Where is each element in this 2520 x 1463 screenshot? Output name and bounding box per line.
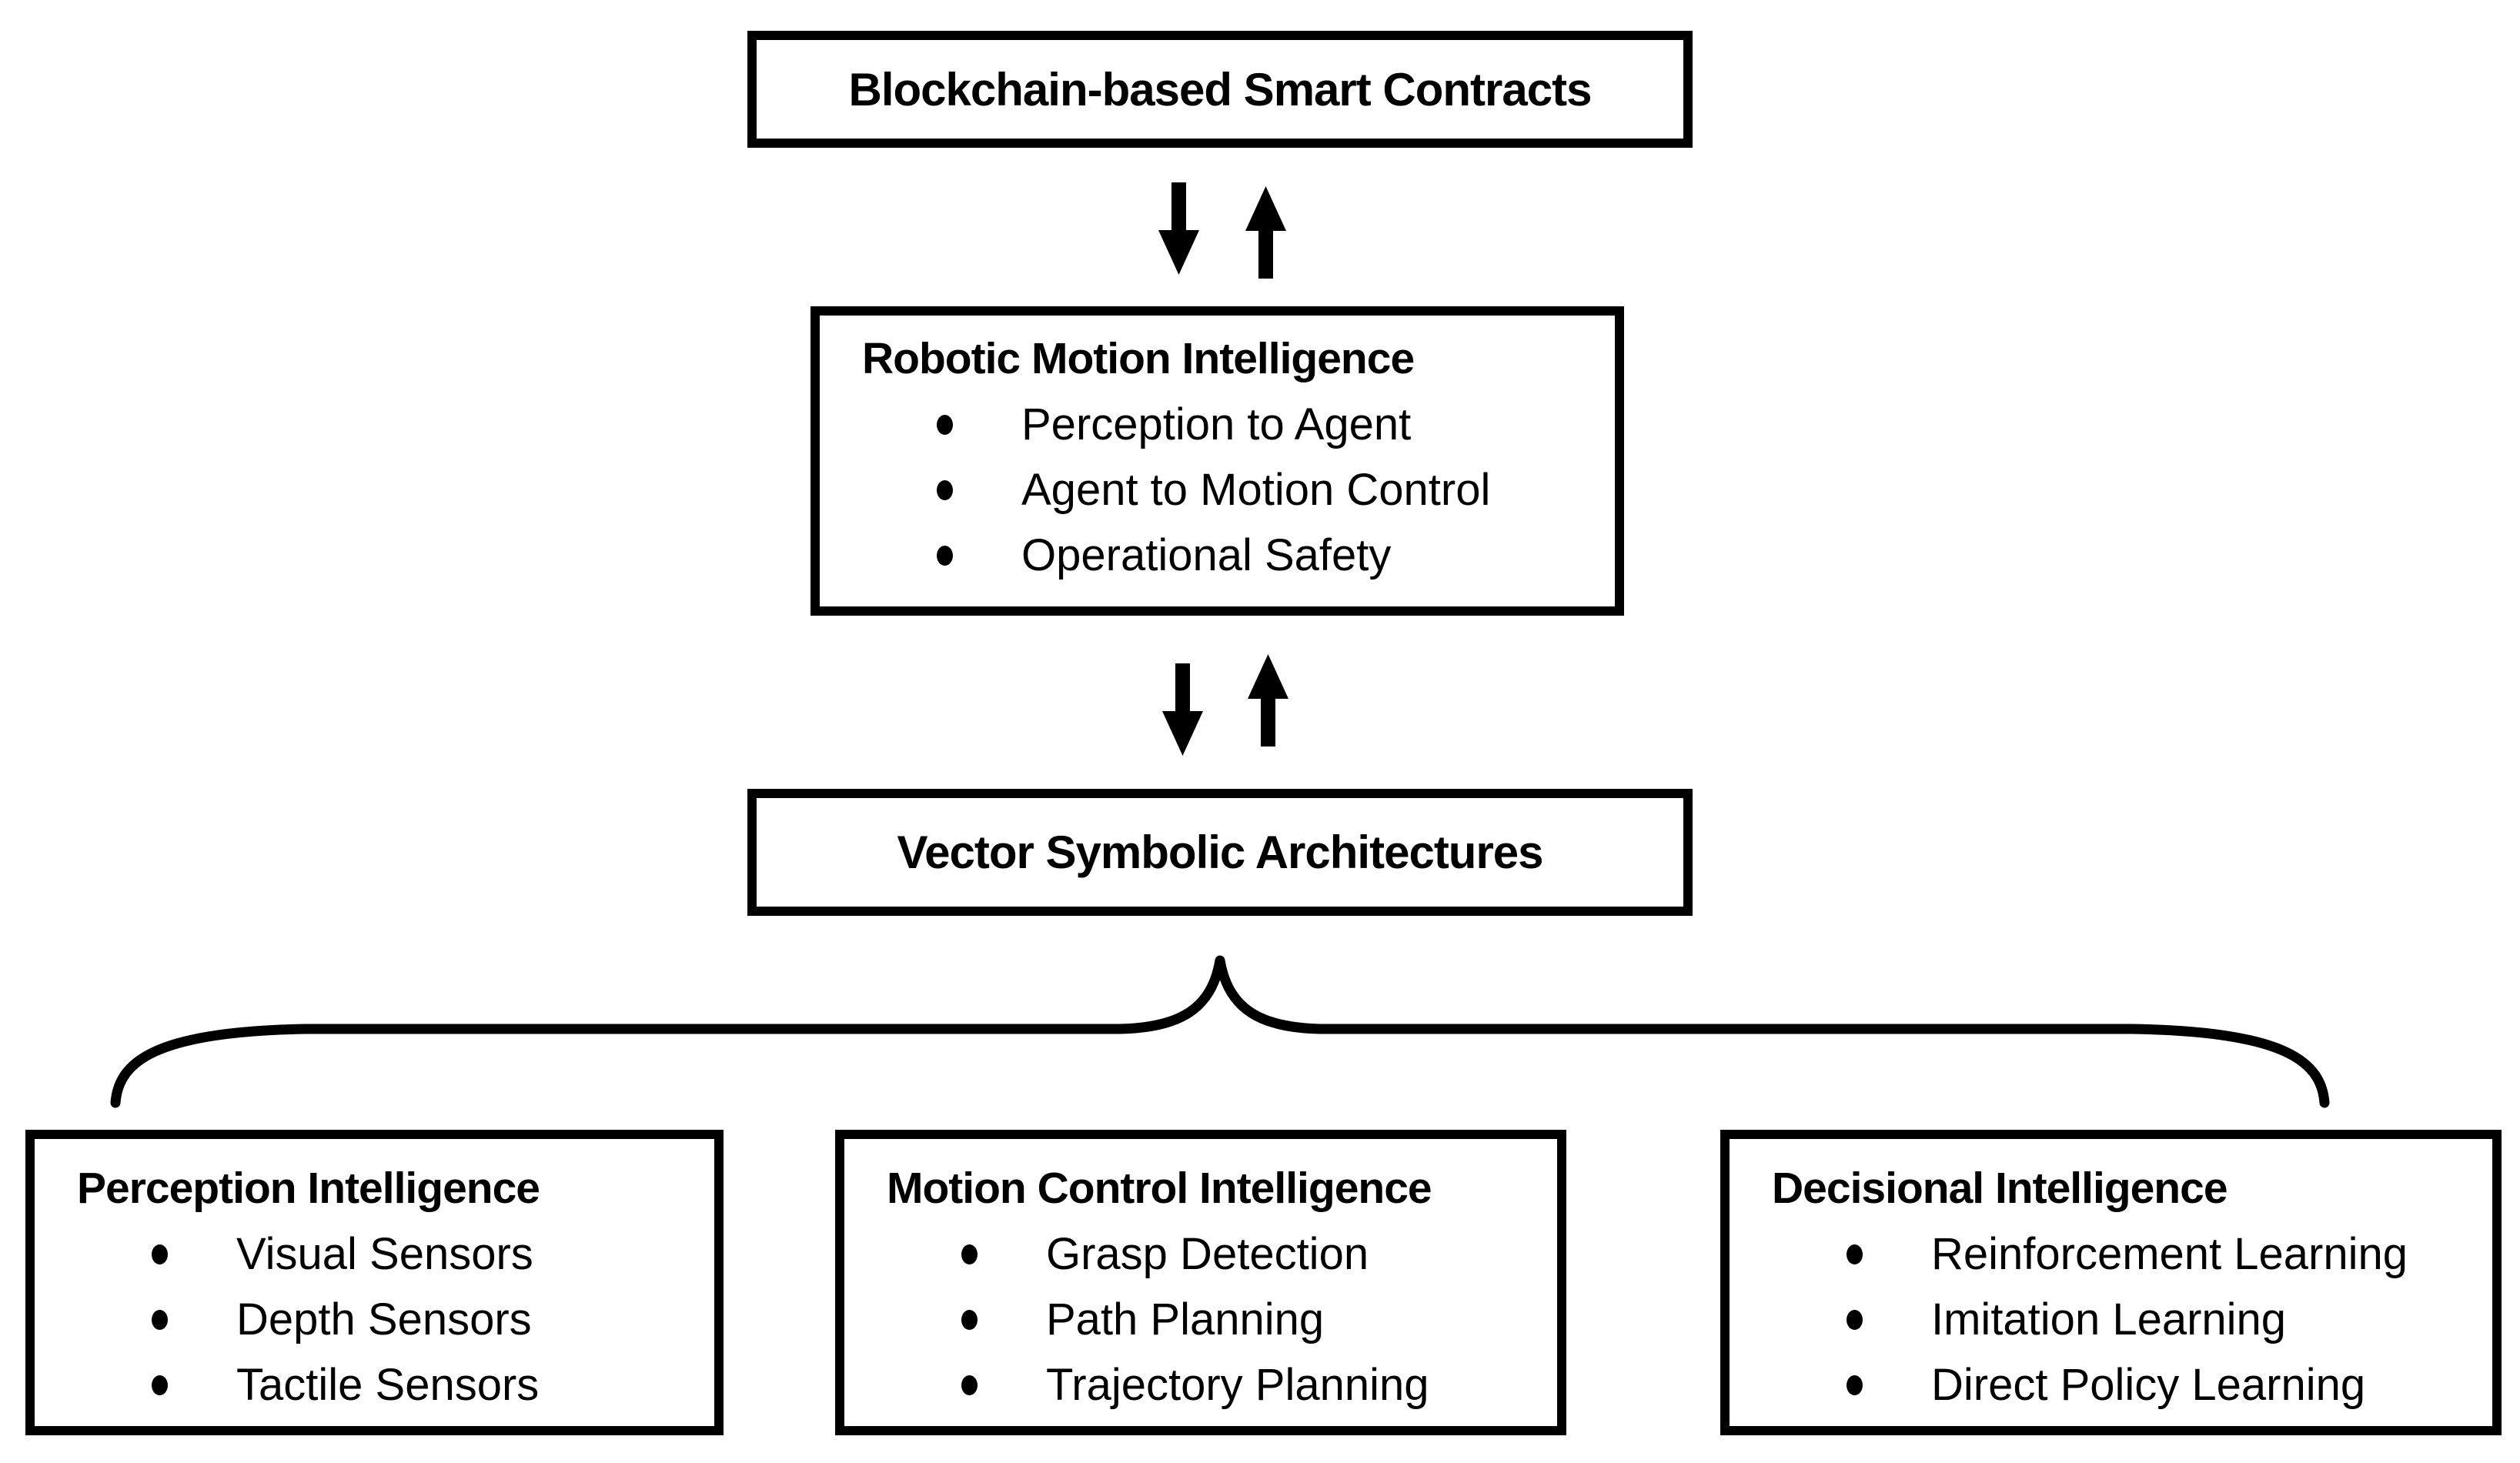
box-decisional-intelligence: Decisional Intelligence Reinforcement Le… (1720, 1130, 2502, 1435)
bullet-icon (1847, 1375, 1863, 1395)
list-item-label: Grasp Detection (1046, 1229, 1369, 1279)
motion-control-bullet-list: Grasp Detection Path Planning Trajectory… (844, 1221, 1557, 1418)
list-item: Tactile Sensors (150, 1352, 714, 1418)
robotic-motion-box-title: Robotic Motion Intelligence (862, 334, 1415, 383)
box-perception-intelligence: Perception Intelligence Visual Sensors D… (25, 1130, 724, 1435)
bullet-icon (961, 1310, 978, 1330)
bullet-icon (937, 415, 953, 435)
list-item-label: Depth Sensors (236, 1294, 532, 1344)
list-item-label: Reinforcement Learning (1931, 1229, 2408, 1279)
list-item-label: Path Planning (1046, 1294, 1325, 1344)
up-arrow-icon (1245, 186, 1286, 279)
list-item: Visual Sensors (150, 1221, 714, 1287)
list-item: Trajectory Planning (960, 1352, 1557, 1418)
up-arrow-icon (1248, 654, 1288, 747)
list-item-label: Agent to Motion Control (1021, 465, 1491, 515)
bullet-icon (937, 480, 953, 500)
list-item: Operational Safety (935, 523, 1615, 588)
bullet-icon (152, 1244, 168, 1264)
list-item-label: Operational Safety (1021, 530, 1392, 580)
blockchain-box-title: Blockchain-based Smart Contracts (848, 63, 1593, 115)
perception-box-title: Perception Intelligence (77, 1164, 540, 1213)
bullet-icon (1847, 1310, 1863, 1330)
list-item: Depth Sensors (150, 1287, 714, 1352)
bullet-icon (961, 1244, 978, 1264)
curly-brace-icon (110, 955, 2330, 1108)
box-blockchain-smart-contracts: Blockchain-based Smart Contracts (747, 31, 1693, 148)
down-arrow-icon (1162, 663, 1203, 756)
list-item: Imitation Learning (1845, 1287, 2492, 1352)
perception-bullet-list: Visual Sensors Depth Sensors Tactile Sen… (35, 1221, 714, 1418)
list-item: Grasp Detection (960, 1221, 1557, 1287)
robotic-motion-bullet-list: Perception to Agent Agent to Motion Cont… (820, 392, 1615, 588)
list-item-label: Tactile Sensors (236, 1360, 540, 1410)
list-item-label: Trajectory Planning (1046, 1360, 1429, 1410)
decisional-bullet-list: Reinforcement Learning Imitation Learnin… (1730, 1221, 2492, 1418)
bullet-icon (152, 1375, 168, 1395)
list-item: Perception to Agent (935, 392, 1615, 457)
down-arrow-icon (1158, 182, 1199, 275)
bullet-icon (961, 1375, 978, 1395)
bullet-icon (152, 1310, 168, 1330)
list-item-label: Direct Policy Learning (1931, 1360, 2366, 1410)
list-item-label: Visual Sensors (236, 1229, 533, 1279)
motion-control-box-title: Motion Control Intelligence (887, 1164, 1432, 1213)
list-item: Direct Policy Learning (1845, 1352, 2492, 1418)
box-robotic-motion-intelligence: Robotic Motion Intelligence Perception t… (810, 306, 1624, 616)
list-item-label: Imitation Learning (1931, 1294, 2287, 1344)
list-item: Reinforcement Learning (1845, 1221, 2492, 1287)
box-motion-control-intelligence: Motion Control Intelligence Grasp Detect… (835, 1130, 1566, 1435)
list-item: Path Planning (960, 1287, 1557, 1352)
list-item-label: Perception to Agent (1021, 399, 1412, 449)
bullet-icon (1847, 1244, 1863, 1264)
box-vector-symbolic-architectures: Vector Symbolic Architectures (747, 789, 1693, 916)
vsa-box-title: Vector Symbolic Architectures (897, 827, 1543, 878)
decisional-box-title: Decisional Intelligence (1772, 1164, 2228, 1213)
list-item: Agent to Motion Control (935, 457, 1615, 523)
bullet-icon (937, 546, 953, 566)
